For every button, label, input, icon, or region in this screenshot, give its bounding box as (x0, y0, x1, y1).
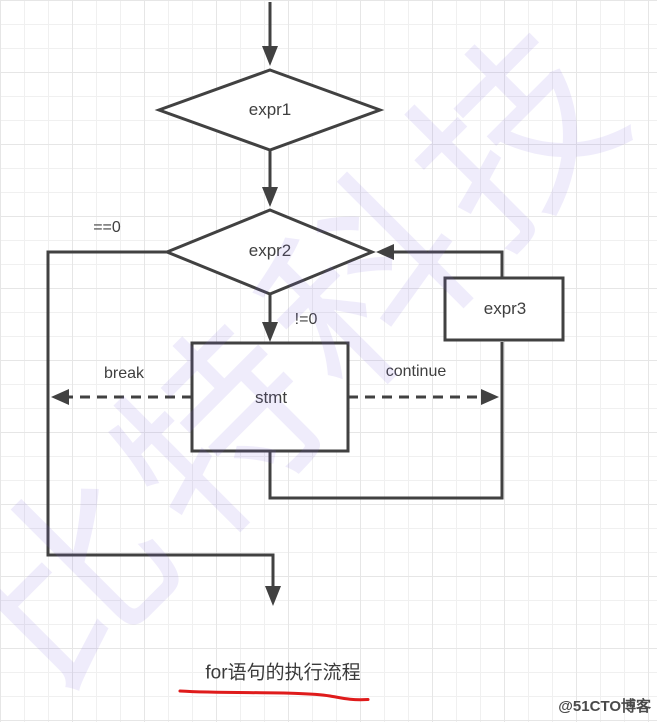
stmt-label: stmt (254, 388, 288, 407)
expr1-diamond (154, 68, 385, 152)
credit-text: @51CTO博客 (558, 698, 651, 715)
expr1-label: expr1 (248, 100, 292, 119)
expr3-to-expr2-connector (392, 250, 504, 278)
expr2-arrowhead (262, 187, 278, 207)
continue-label: continue (385, 363, 447, 380)
continue-arrowhead (481, 389, 499, 405)
stmt-to-expr3-connector (268, 342, 504, 500)
stmt-rect (190, 341, 350, 453)
exit-arrowhead (265, 586, 281, 606)
expr2-label: expr2 (248, 241, 292, 260)
exit-path (46, 250, 275, 588)
break-label: break (103, 365, 145, 382)
loopback-arrowhead (376, 244, 394, 260)
expr3-label: expr3 (483, 299, 527, 318)
stmt-arrowhead (262, 322, 278, 342)
entry-arrowhead (262, 46, 278, 66)
ne-zero-label: !=0 (294, 311, 318, 328)
expr3-rect (443, 276, 565, 342)
break-arrowhead (51, 389, 69, 405)
expr2-diamond (163, 208, 376, 296)
eq-zero-label: ==0 (93, 219, 121, 236)
caption-text: for语句的执行流程 (205, 662, 361, 684)
